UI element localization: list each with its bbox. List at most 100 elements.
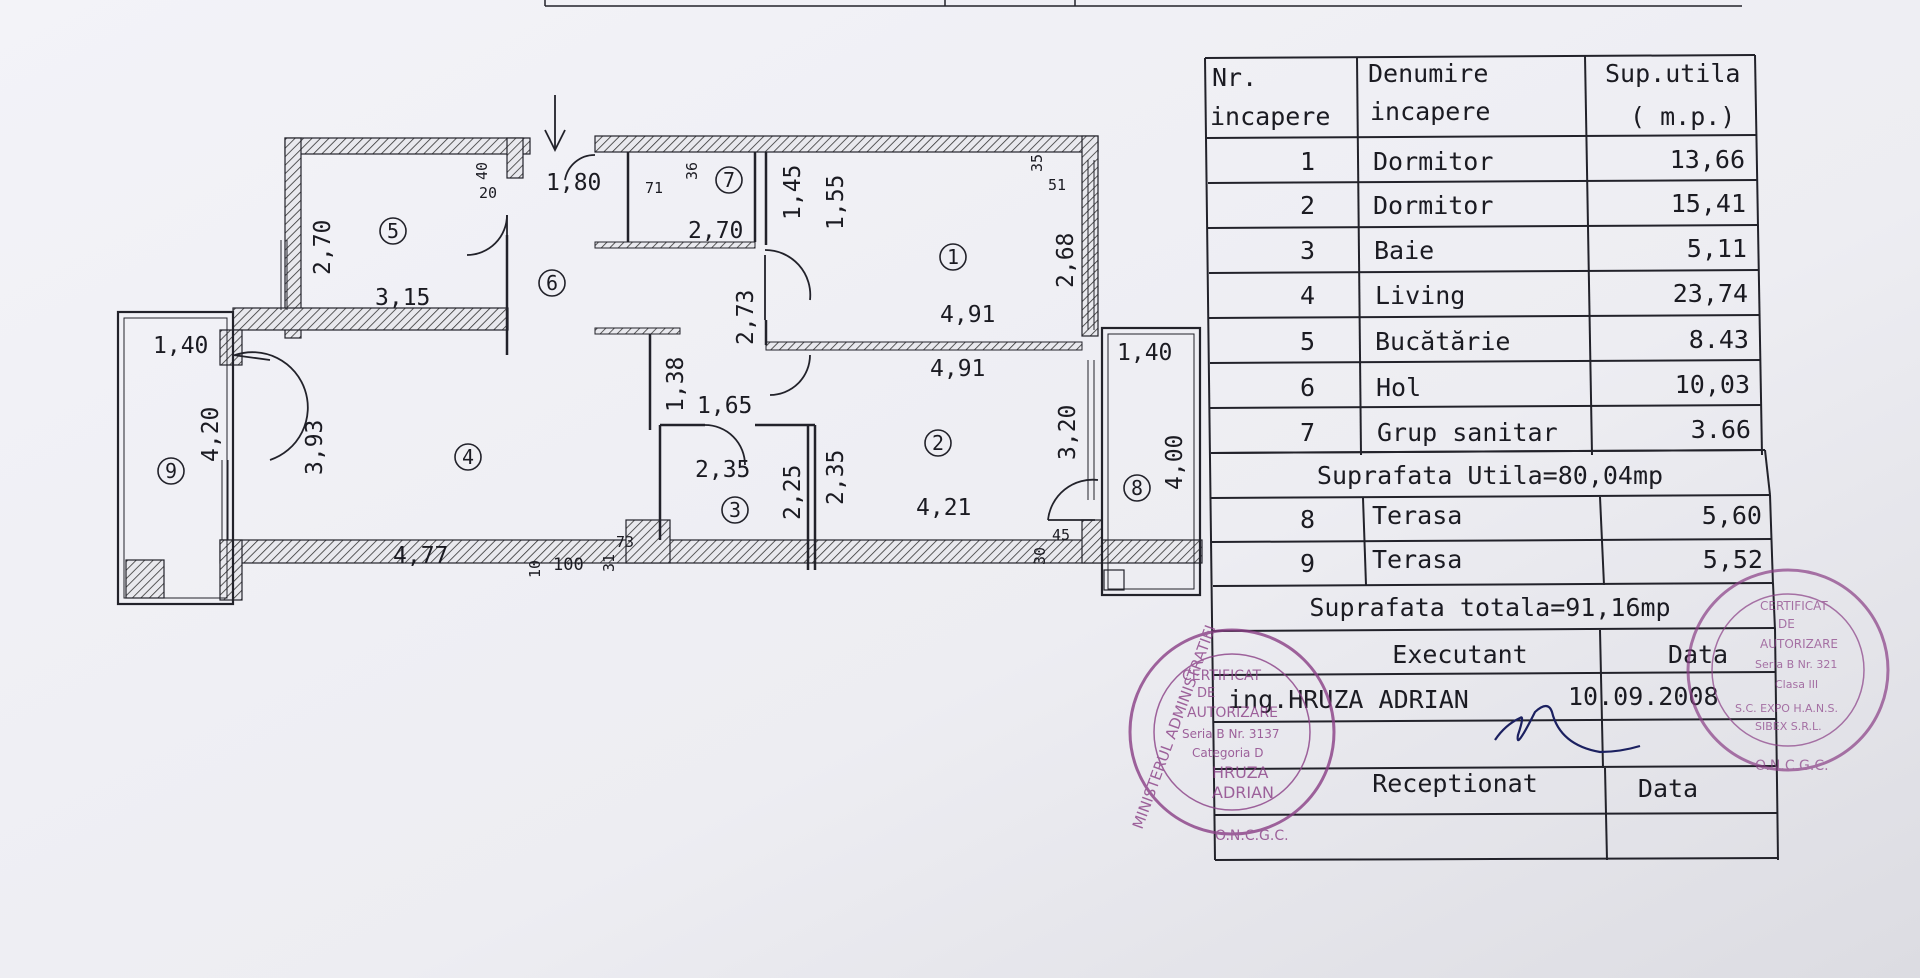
row-5-area: 8.43	[1689, 325, 1749, 354]
table-row: 9 Terasa 5,52	[1300, 545, 1763, 578]
grand-total-area: Suprafata totala=91,16mp	[1309, 593, 1670, 622]
dim-r4-width: 4,77	[393, 543, 448, 569]
dim-r3-width: 2,35	[695, 457, 750, 483]
stamp-right-line6: S.C. EXPO H.A.N.S.	[1735, 702, 1838, 715]
dim-r2-length: 4,21	[916, 495, 971, 521]
dim-r5-40: 40	[473, 162, 491, 180]
door-swings	[232, 154, 1099, 521]
stamp-left-line6: HRUZA	[1212, 763, 1269, 782]
dim-r9-height: 4,20	[198, 407, 224, 462]
table-row: 4 Living 23,74	[1300, 279, 1748, 310]
row-6-nr: 6	[1300, 373, 1315, 402]
row-2-nr: 2	[1300, 191, 1315, 220]
stamp-left-line8: O.N.C.G.C.	[1215, 828, 1289, 844]
dim-r1-155: 1,55	[823, 175, 849, 230]
dim-hall-165: 1,65	[697, 393, 752, 419]
date-label-receptionat: Data	[1638, 774, 1698, 803]
dim-r7-71: 71	[645, 179, 663, 197]
row-1-area: 13,66	[1670, 145, 1745, 174]
stamp-left-line7: ADRIAN	[1212, 783, 1274, 802]
dim-r6-180: 1,80	[546, 170, 601, 196]
dim-r9-width: 1,40	[153, 333, 208, 359]
dim-r1-51: 51	[1048, 176, 1066, 194]
row-1-name: Dormitor	[1373, 147, 1493, 176]
stamp-left-line5: Categoria D	[1192, 746, 1263, 760]
row-3-area: 5,11	[1687, 234, 1747, 263]
row-2-name: Dormitor	[1373, 191, 1493, 220]
dim-hall-138: 1,38	[663, 357, 689, 412]
dim-r1-height: 2,68	[1053, 233, 1079, 288]
dim-r2-width: 4,91	[930, 356, 985, 382]
room-8-number: 8	[1131, 476, 1143, 500]
floor-plan: 1 2 3 4 5 6 7 8 9 4,91 2,68 1,55 35 51 4…	[116, 95, 1203, 606]
room-markers	[157, 166, 1151, 524]
dim-r4-10: 10	[526, 560, 544, 578]
row-7-name: Grup sanitar	[1377, 418, 1558, 447]
dim-r7-36: 36	[683, 162, 701, 180]
row-7-area: 3.66	[1691, 415, 1751, 444]
row-8-nr: 8	[1300, 505, 1315, 534]
stamp-right: CERTIFICAT DE AUTORIZARE Seria B Nr. 321…	[1686, 568, 1890, 774]
stamp-left-line4: Seria B Nr. 3137	[1182, 727, 1279, 741]
stamp-right-line5: Clasa III	[1775, 678, 1818, 691]
useful-area-total: Suprafata Utila=80,04mp	[1317, 461, 1663, 490]
dim-r5-height: 2,70	[310, 220, 336, 275]
room-2-number: 2	[932, 431, 944, 455]
stamp-right-line2: DE	[1778, 617, 1795, 631]
top-table-remnant	[544, 0, 1742, 7]
area-table: Nr. incapere Denumire incapere Sup.utila…	[1204, 54, 1779, 861]
dim-r2-30: 30	[1031, 547, 1049, 565]
row-7-nr: 7	[1300, 418, 1315, 447]
dim-r7-width: 2,70	[688, 218, 743, 244]
row-6-area: 10,03	[1675, 370, 1750, 399]
table-header-nr-line1: Nr.	[1212, 63, 1257, 92]
row-6-name: Hol	[1376, 373, 1421, 402]
stamp-left-line3: AUTORIZARE	[1187, 705, 1278, 721]
room-3-number: 3	[729, 498, 741, 522]
room-6-number: 6	[546, 271, 558, 295]
row-3-nr: 3	[1300, 236, 1315, 265]
dim-hall-273: 2,73	[733, 290, 759, 345]
row-8-area: 5,60	[1702, 501, 1762, 530]
row-9-name: Terasa	[1372, 545, 1462, 574]
row-4-name: Living	[1375, 281, 1465, 310]
table-row: 1 Dormitor 13,66	[1300, 145, 1745, 176]
row-9-area: 5,52	[1703, 545, 1763, 574]
row-5-name: Bucătărie	[1375, 327, 1510, 356]
table-row: 2 Dormitor 15,41	[1300, 189, 1746, 220]
dim-r4-100: 100	[553, 555, 584, 575]
stamp-right-line4: Seria B Nr. 321	[1755, 658, 1837, 671]
dim-r4-height: 3,93	[302, 420, 328, 475]
row-8-name: Terasa	[1372, 501, 1462, 530]
table-row: 5 Bucătărie 8.43	[1300, 325, 1749, 356]
stamp-right-line8: O.N.C.G.C.	[1755, 758, 1829, 774]
row-9-nr: 9	[1300, 549, 1315, 578]
room-5-number: 5	[387, 219, 399, 243]
row-2-area: 15,41	[1671, 189, 1746, 218]
table-header-name-line1: Denumire	[1368, 59, 1488, 88]
dim-r2-45: 45	[1052, 526, 1070, 544]
partitions	[505, 152, 1083, 570]
room-1-number: 1	[947, 245, 959, 269]
table-header-nr-line2: incapere	[1210, 102, 1330, 131]
dim-r8-width: 1,40	[1117, 340, 1172, 366]
table-row: 6 Hol 10,03	[1300, 370, 1750, 402]
row-1-nr: 1	[1300, 147, 1315, 176]
signature	[1494, 704, 1641, 754]
row-5-nr: 5	[1300, 327, 1315, 356]
row-4-area: 23,74	[1673, 279, 1748, 308]
room-9-number: 9	[165, 459, 177, 483]
executant-label: Executant	[1392, 640, 1527, 669]
dim-r5-20: 20	[479, 184, 497, 202]
row-3-name: Baie	[1374, 236, 1434, 265]
stamp-right-line1: CERTIFICAT	[1760, 599, 1828, 613]
stamp-left-line2: DE	[1197, 686, 1215, 701]
table-row: 7 Grup sanitar 3.66	[1300, 415, 1751, 447]
stamp-right-line3: AUTORIZARE	[1760, 637, 1838, 651]
room-4-number: 4	[462, 445, 474, 469]
dim-r1-width: 4,91	[940, 302, 995, 328]
table-row: 3 Baie 5,11	[1300, 234, 1747, 265]
stamp-right-line7: SIBEX S.R.L.	[1755, 720, 1822, 733]
